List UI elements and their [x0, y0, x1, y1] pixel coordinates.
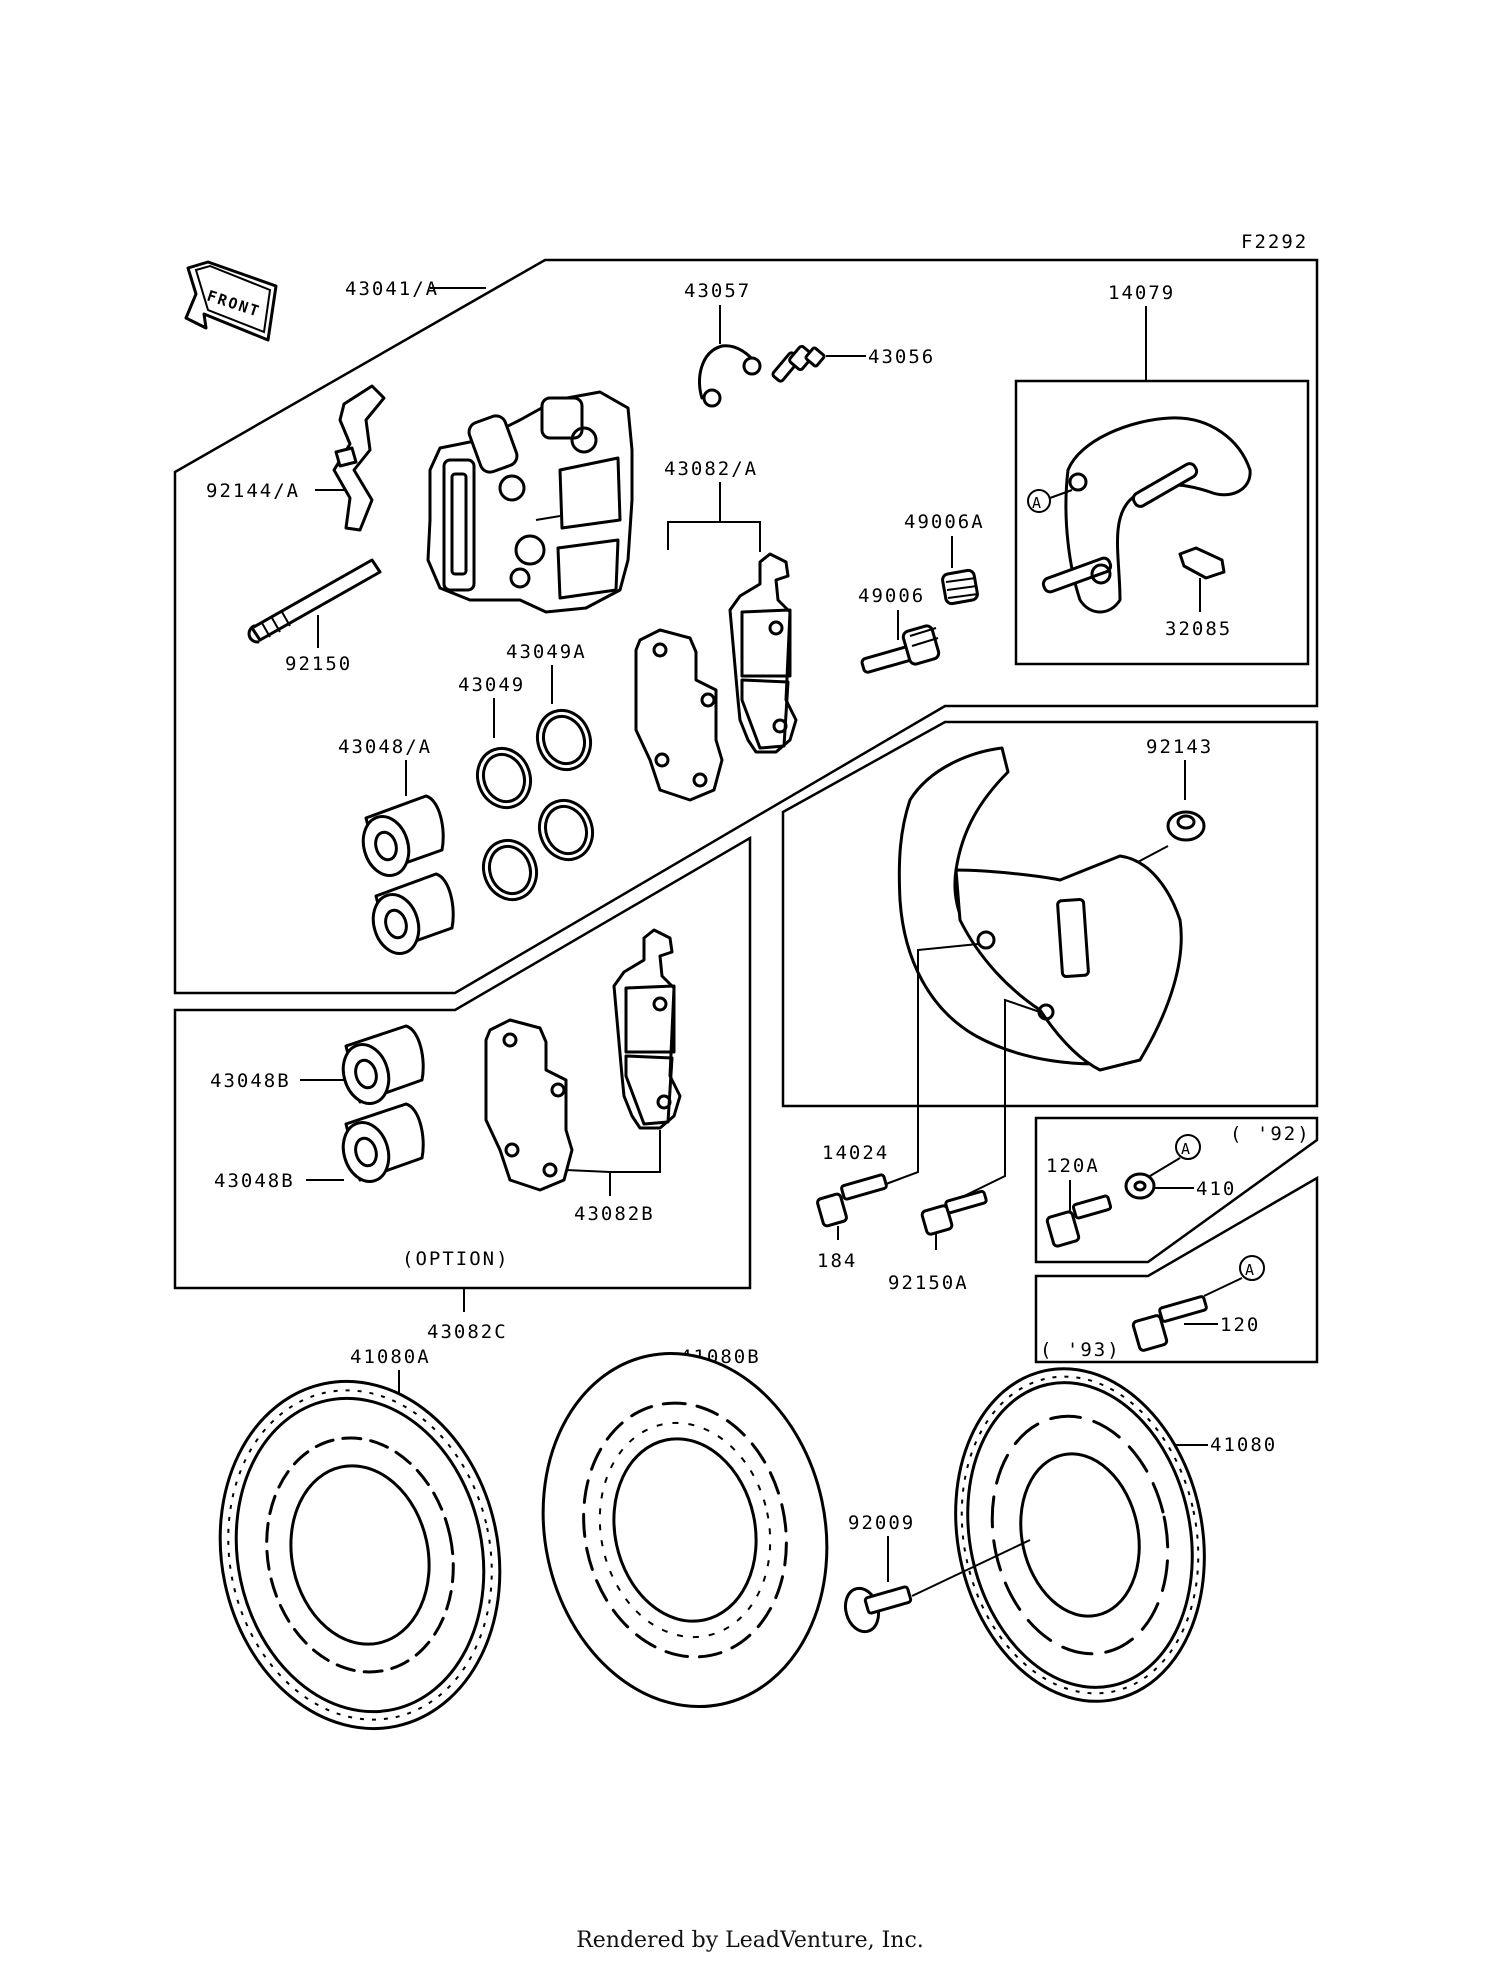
reference-mark-a2	[1175, 1134, 1201, 1160]
pistons-a-part	[361, 794, 455, 955]
callout-120A[interactable]: 120A	[1046, 1155, 1100, 1177]
disc-41080-part	[954, 1367, 1206, 1703]
pad-spring-part	[332, 384, 386, 532]
reference-mark-a3-label: A	[1245, 1261, 1254, 1279]
reference-mark-a1-label: A	[1032, 494, 1041, 512]
callout-43082B[interactable]: 43082B	[574, 1203, 655, 1225]
callout-120[interactable]: 120	[1220, 1314, 1260, 1336]
pin-92150-part	[247, 558, 382, 644]
callout-92150A[interactable]: 92150A	[888, 1272, 969, 1294]
callout-43082A[interactable]: 43082/A	[664, 458, 758, 480]
bracket-detail-box	[1014, 379, 1310, 666]
callout-43049[interactable]: 43049	[458, 674, 525, 696]
callout-43048A[interactable]: 43048/A	[338, 736, 432, 758]
callout-92144A[interactable]: 92144/A	[206, 480, 300, 502]
year-93-box	[1034, 1175, 1319, 1364]
reference-mark-a2-label: A	[1181, 1140, 1190, 1158]
caliper-body-part	[426, 390, 634, 614]
brake-pad-a-part	[634, 628, 724, 802]
disc-41080a-part	[218, 1379, 502, 1731]
washer-410-part	[1124, 1172, 1156, 1200]
callout-43049A[interactable]: 43049A	[506, 641, 587, 663]
callout-14079[interactable]: 14079	[1108, 282, 1175, 304]
front-arrow-icon: FRONT	[184, 260, 278, 342]
brake-pad-d-part	[612, 928, 682, 1130]
holder-assembly-frame	[781, 720, 1319, 1108]
brake-pad-c-part	[484, 1018, 574, 1192]
year-92-note: ( '92)	[1230, 1123, 1311, 1145]
callout-49006A[interactable]: 49006A	[904, 511, 985, 533]
bleeder-valve-part	[771, 344, 826, 383]
bolt-120a-part	[1045, 1194, 1113, 1248]
callout-410[interactable]: 410	[1196, 1178, 1236, 1200]
option-box-frame	[173, 835, 752, 1290]
bolt-184-part	[816, 1173, 888, 1228]
callout-43048B-1[interactable]: 43048B	[210, 1070, 291, 1092]
seal-rings-part	[476, 708, 594, 902]
callout-43082C[interactable]: 43082C	[427, 1321, 508, 1343]
clip-32085-part	[1178, 546, 1226, 580]
callout-92150[interactable]: 92150	[285, 653, 352, 675]
callout-92009[interactable]: 92009	[848, 1512, 915, 1534]
collar-92143-part	[1166, 810, 1206, 842]
bolt-120-part	[1131, 1295, 1208, 1352]
pistons-b-part	[341, 1024, 425, 1183]
caliper-assembly-frame	[173, 258, 1319, 995]
caliper-bracket-part	[1041, 416, 1252, 614]
callout-32085[interactable]: 32085	[1165, 618, 1232, 640]
bolt-92150a-part	[920, 1189, 988, 1236]
option-note: (OPTION)	[402, 1248, 510, 1270]
bleeder-49006-part	[860, 624, 941, 674]
hose-clip-part	[698, 344, 762, 408]
callout-184[interactable]: 184	[817, 1250, 857, 1272]
callout-41080A[interactable]: 41080A	[350, 1346, 431, 1368]
figure-code: F2292	[1241, 231, 1308, 253]
callout-43048B-2[interactable]: 43048B	[214, 1170, 295, 1192]
callout-43041A[interactable]: 43041/A	[345, 278, 439, 300]
cap-49006a-part	[941, 568, 979, 606]
year-93-note: ( '93)	[1040, 1339, 1121, 1361]
brake-pad-b-part	[728, 552, 798, 754]
callout-92143[interactable]: 92143	[1146, 736, 1213, 758]
callout-49006[interactable]: 49006	[858, 585, 925, 607]
disc-bolt-92009-part	[843, 1585, 913, 1634]
footer-credit: Rendered by LeadVenture, Inc.	[576, 1928, 924, 1953]
disc-41080b-part	[541, 1351, 829, 1709]
reference-mark-a3	[1239, 1255, 1265, 1281]
callout-43057[interactable]: 43057	[684, 280, 751, 302]
caliper-holder-part	[897, 746, 1183, 1072]
year-92-box	[1034, 1116, 1319, 1264]
reference-mark-a1	[1027, 489, 1051, 513]
callout-43056[interactable]: 43056	[868, 346, 935, 368]
callout-14024[interactable]: 14024	[822, 1142, 889, 1164]
callout-41080[interactable]: 41080	[1210, 1434, 1277, 1456]
